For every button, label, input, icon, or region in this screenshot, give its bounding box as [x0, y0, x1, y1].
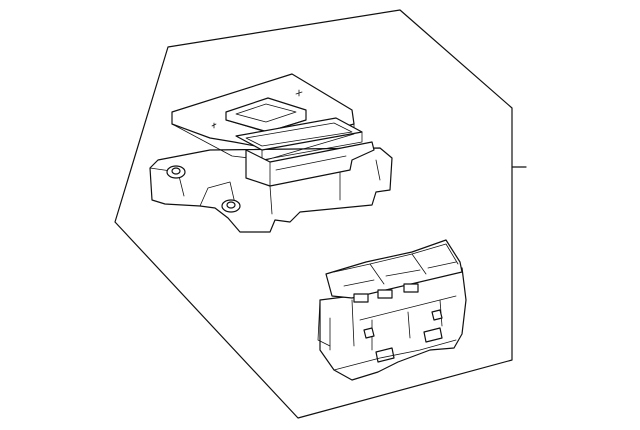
shift-lever-housing-drawing: [149, 73, 393, 233]
switch-assembly-drawing: [317, 239, 467, 381]
group-outline: [114, 9, 513, 419]
